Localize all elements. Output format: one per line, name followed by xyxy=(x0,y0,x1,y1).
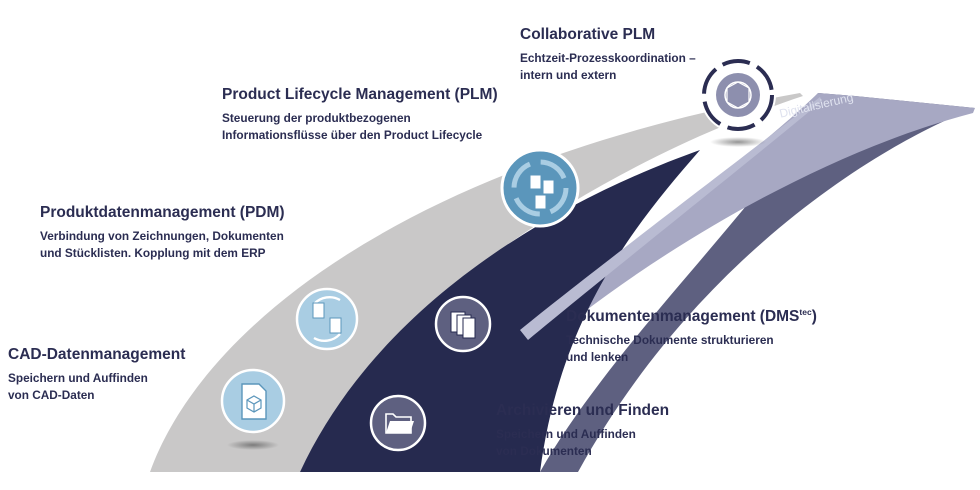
dms-title-text: Dokumentenmanagement (DMS xyxy=(566,308,800,325)
band-edge-highlight xyxy=(520,97,822,340)
collaborative-plm-title: Collaborative PLM xyxy=(520,26,656,43)
cad-description-line: von CAD-Daten xyxy=(8,388,95,402)
pdm-title: Produktdatenmanagement (PDM) xyxy=(40,204,285,221)
plm-description-line: Informationsflüsse über den Product Life… xyxy=(222,128,483,142)
cad-cube-document-icon xyxy=(220,368,286,434)
collaborative-plm-label: Collaborative PLM Echtzeit-Prozesskoordi… xyxy=(520,25,696,84)
dms-description: Technische Dokumente strukturieren und l… xyxy=(566,332,817,366)
plm-description-line: Steuerung der produktbezogenen xyxy=(222,111,411,125)
collaborative-plm-description-line: Echtzeit-Prozesskoordination – xyxy=(520,51,696,65)
cad-title: CAD-Datenmanagement xyxy=(8,346,186,363)
plm-cycle-documents-icon xyxy=(500,148,580,228)
archive-label: Archivieren und Finden Speichern und Auf… xyxy=(496,401,669,460)
dms-description-line: und lenken xyxy=(566,350,629,364)
pdm-cycle-documents-icon xyxy=(295,287,359,351)
cad-label: CAD-Datenmanagement Speichern und Auffin… xyxy=(8,345,185,404)
navy-band xyxy=(300,150,700,472)
digitalization-band xyxy=(540,93,975,472)
dms-document-stack-icon xyxy=(434,295,492,353)
collaborative-plm-description-line: intern und extern xyxy=(520,68,617,82)
collaborative-plm-description: Echtzeit-Prozesskoordination – intern un… xyxy=(520,50,696,84)
plm-title: Product Lifecycle Management (PLM) xyxy=(222,86,498,103)
dms-title: Dokumentenmanagement (DMStec) xyxy=(566,307,817,326)
archive-description-line: von Dokumenten xyxy=(496,444,592,458)
dms-title-close: ) xyxy=(811,308,817,325)
archive-folder-icon xyxy=(369,394,427,452)
archive-description: Speichern und Auffinden von Dokumenten xyxy=(496,426,669,460)
dms-title-superscript: tec xyxy=(799,306,812,317)
archive-description-line: Speichern und Auffinden xyxy=(496,427,636,441)
icon-shadow xyxy=(227,440,279,450)
cad-description: Speichern und Auffinden von CAD-Daten xyxy=(8,370,185,404)
plm-label: Product Lifecycle Management (PLM) Steue… xyxy=(222,85,498,144)
pdm-description: Verbindung von Zeichnungen, Dokumenten u… xyxy=(40,228,285,262)
plm-description: Steuerung der produktbezogenen Informati… xyxy=(222,110,498,144)
cad-description-line: Speichern und Auffinden xyxy=(8,371,148,385)
dms-description-line: Technische Dokumente strukturieren xyxy=(566,333,774,347)
archive-title: Archivieren und Finden xyxy=(496,402,670,419)
icon-shadow xyxy=(710,137,766,147)
pdm-description-line: Verbindung von Zeichnungen, Dokumenten xyxy=(40,229,284,243)
pdm-label: Produktdatenmanagement (PDM) Verbindung … xyxy=(40,203,285,262)
pdm-description-line: und Stücklisten. Kopplung mit dem ERP xyxy=(40,246,266,260)
grey-band xyxy=(150,93,803,472)
dms-label: Dokumentenmanagement (DMStec) Technische… xyxy=(566,307,817,366)
digitalization-band-ridge xyxy=(522,93,975,355)
collaborative-globe-icon xyxy=(700,57,776,133)
